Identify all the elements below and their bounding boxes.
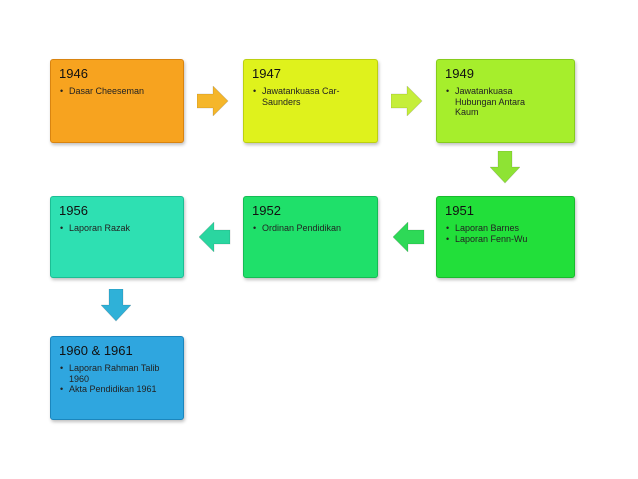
year-label: 1951 (445, 203, 474, 218)
box-1951: 1951 Laporan Barnes Laporan Fenn-Wu (436, 196, 575, 278)
list-item: Jawatankuasa Car-Saunders (252, 86, 354, 107)
year-label: 1946 (59, 66, 88, 81)
box-1952: 1952 Ordinan Pendidikan (243, 196, 378, 278)
arrow-right-icon (391, 86, 423, 116)
year-label: 1960 & 1961 (59, 343, 133, 358)
arrow-down-icon (101, 289, 131, 322)
arrow-left-icon (199, 222, 231, 252)
list-item: Ordinan Pendidikan (252, 223, 369, 234)
list-item: Jawatankuasa Hubungan Antara Kaum (445, 86, 543, 118)
year-label: 1952 (252, 203, 281, 218)
item-list: Laporan Barnes Laporan Fenn-Wu (445, 223, 566, 244)
item-list: Dasar Cheeseman (59, 86, 175, 97)
item-list: Laporan Rahman Talib 1960 Akta Pendidika… (59, 363, 175, 395)
arrow-down-icon (490, 151, 520, 184)
item-list: Laporan Razak (59, 223, 175, 234)
year-label: 1949 (445, 66, 474, 81)
year-label: 1947 (252, 66, 281, 81)
arrow-right-icon (197, 86, 229, 116)
box-1949: 1949 Jawatankuasa Hubungan Antara Kaum (436, 59, 575, 143)
box-1960-1961: 1960 & 1961 Laporan Rahman Talib 1960 Ak… (50, 336, 184, 420)
box-1956: 1956 Laporan Razak (50, 196, 184, 278)
list-item: Laporan Rahman Talib 1960 (59, 363, 177, 384)
list-item: Dasar Cheeseman (59, 86, 175, 97)
box-1946: 1946 Dasar Cheeseman (50, 59, 184, 143)
item-list: Jawatankuasa Hubungan Antara Kaum (445, 86, 566, 118)
year-label: 1956 (59, 203, 88, 218)
list-item: Laporan Fenn-Wu (445, 234, 566, 245)
list-item: Laporan Barnes (445, 223, 566, 234)
list-item: Laporan Razak (59, 223, 175, 234)
box-1947: 1947 Jawatankuasa Car-Saunders (243, 59, 378, 143)
list-item: Akta Pendidikan 1961 (59, 384, 175, 395)
arrow-left-icon (393, 222, 425, 252)
item-list: Jawatankuasa Car-Saunders (252, 86, 369, 107)
item-list: Ordinan Pendidikan (252, 223, 369, 234)
